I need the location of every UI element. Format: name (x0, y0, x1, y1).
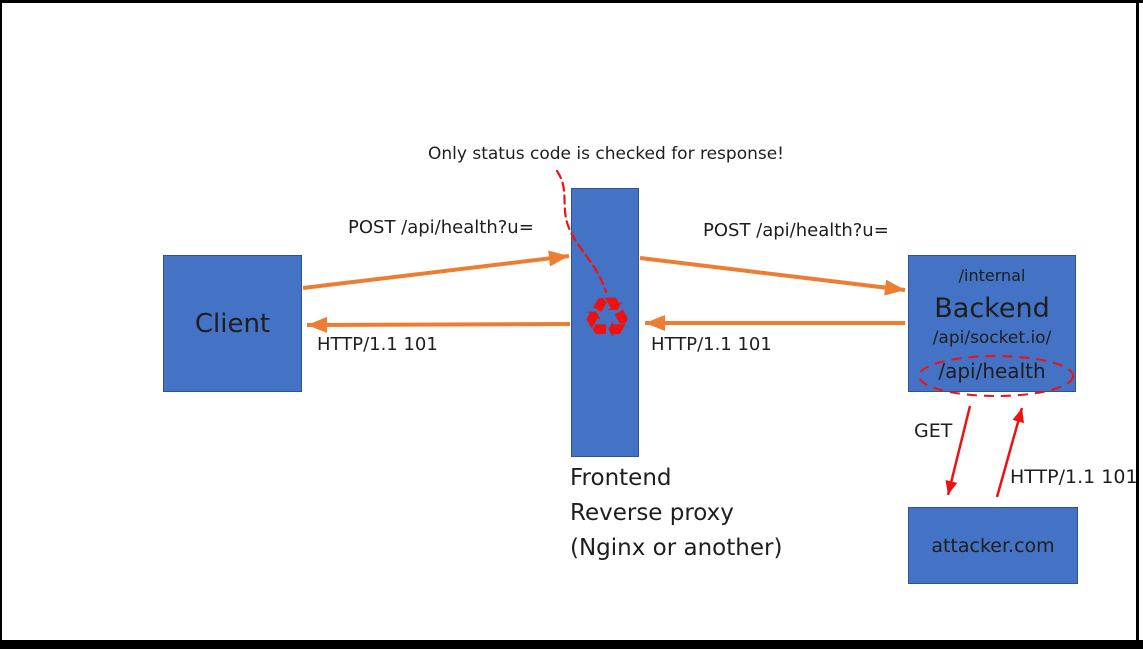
backend-node: /internal Backend /api/socket.io/ /api/h… (908, 255, 1076, 392)
client-label: Client (194, 308, 271, 339)
frame-left-border (0, 0, 2, 641)
annotation-text: Only status code is checked for response… (428, 144, 784, 164)
backend-route-internal: /internal (958, 266, 1026, 285)
edge-label-backend-to-attacker: GET (914, 420, 953, 442)
proxy-caption-line-2: Reverse proxy (570, 500, 734, 526)
frame-right-border (1136, 0, 1139, 641)
proxy-caption-line-1: Frontend (570, 465, 672, 491)
frame-top-border (0, 0, 1143, 3)
client-node: Client (163, 255, 302, 392)
backend-label: Backend (934, 293, 1050, 324)
edge-label-attacker-to-backend: HTTP/1.1 101 (1010, 466, 1138, 488)
edge-label-proxy-to-backend: POST /api/health?u= (703, 220, 889, 241)
proxy-caption-line-3: (Nginx or another) (570, 535, 783, 561)
backend-route-socket: /api/socket.io/ (932, 328, 1052, 348)
edge-label-client-to-proxy: POST /api/health?u= (348, 217, 534, 238)
backend-route-health: /api/health (938, 359, 1046, 383)
arrow-proxy-to-backend (639, 256, 906, 296)
arrow-client-to-proxy (302, 250, 570, 290)
attacker-node: attacker.com (908, 507, 1078, 584)
arrow-proxy-to-client (306, 316, 571, 333)
recycle-icon: ♻ (581, 286, 633, 351)
edge-label-backend-to-proxy: HTTP/1.1 101 (651, 334, 772, 355)
edge-label-proxy-to-client: HTTP/1.1 101 (317, 334, 438, 355)
attacker-label: attacker.com (931, 534, 1055, 557)
proxy-caption: Frontend Reverse proxy (Nginx or another… (570, 461, 782, 566)
frame-bottom-bar (0, 640, 1143, 649)
